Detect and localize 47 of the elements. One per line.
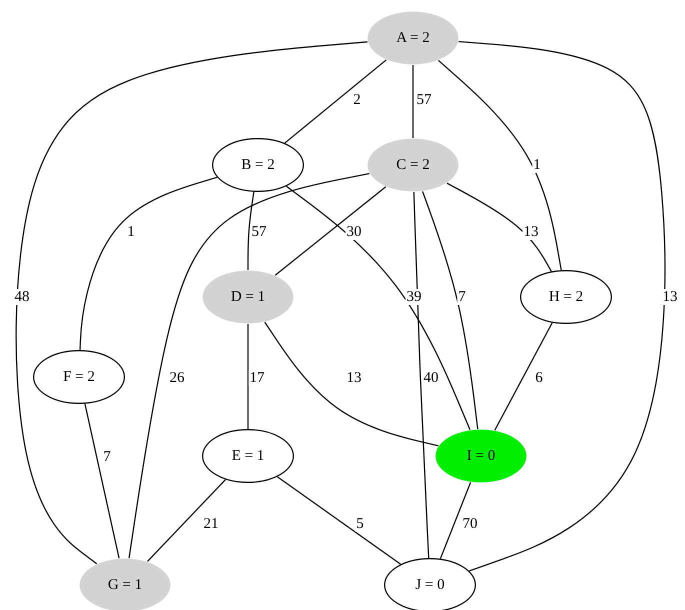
edge-line [422,191,478,430]
ellipse-node [202,429,294,483]
edge-line [438,60,562,270]
edge-line [147,479,226,562]
edge-line [264,322,439,446]
node-label: G = 1 [108,576,142,594]
edge-line [446,182,552,272]
edge-label: 7 [457,289,467,305]
filled-ellipse-node [435,429,527,483]
edge-line [494,322,553,431]
edge-line [274,186,386,276]
edge-line [286,186,471,430]
filled-ellipse-node [367,138,459,192]
node-label: B = 2 [241,156,275,174]
edge-line [84,404,120,558]
edge-label: 1 [532,157,542,173]
node-label: J = 0 [415,576,445,594]
edge-line [412,65,414,138]
node-label: F = 2 [63,368,95,386]
edge-line [16,41,368,564]
filled-ellipse-node [367,11,459,65]
filled-ellipse-node [202,270,294,324]
edge-line [79,176,218,350]
edge-line [128,173,370,558]
ellipse-node [212,138,304,192]
edge-line [247,324,249,429]
node-label: A = 2 [396,30,430,46]
edge-label: 17 [248,370,266,386]
node-label: D = 1 [230,288,266,306]
edge-label: 13 [522,224,540,240]
edge-label: 13 [662,289,678,305]
edge-line [440,482,472,559]
node-label: I = 0 [466,448,496,464]
edge-line [458,40,666,572]
edge-line [284,59,387,144]
edge-line [277,476,401,565]
edge-label: 5 [355,516,365,532]
node-label: E = 1 [232,448,264,464]
edge-label: 39 [406,289,422,305]
edge-line [247,192,254,270]
node-label: C = 2 [396,156,430,174]
edge-line [413,192,430,558]
node-label: H = 2 [548,288,584,306]
ellipse-node [33,350,125,404]
edge-label: 48 [14,289,30,305]
edge-label: 30 [346,224,362,240]
ellipse-node [520,270,612,324]
